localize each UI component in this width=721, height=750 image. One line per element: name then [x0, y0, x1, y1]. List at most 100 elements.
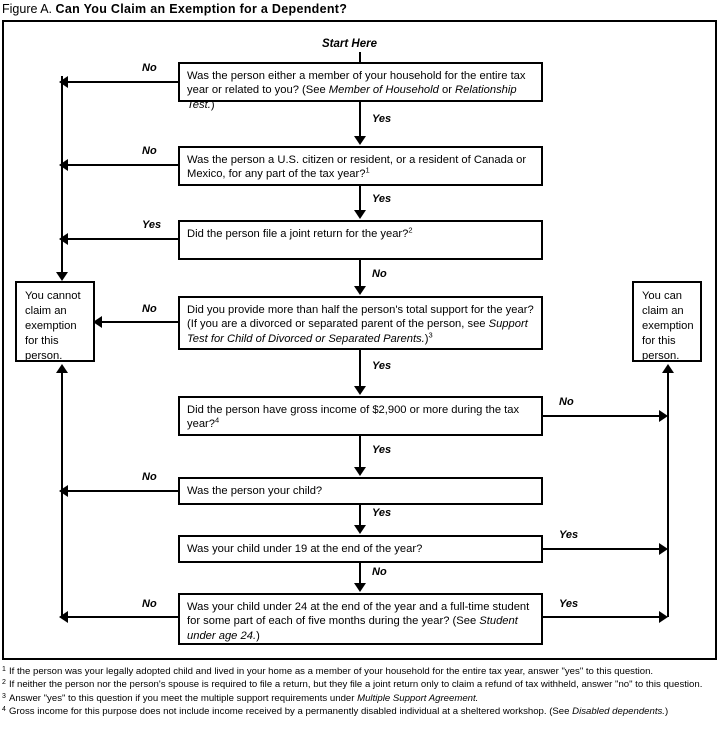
q4-footnote-ref: 3 [428, 330, 433, 340]
edge-q1-yes-line [359, 102, 361, 137]
edge-label-q8-no: No [140, 598, 159, 610]
edge-label-q4-no: No [140, 303, 159, 315]
edge-label-q3-yes: Yes [140, 219, 164, 231]
edge-label-q7-no: No [370, 566, 389, 578]
edge-q6-no-line [65, 490, 178, 492]
edge-q3-no-line [359, 260, 361, 287]
edge-label-q8-yes: Yes [557, 598, 581, 610]
edge-label-q2-yes: Yes [370, 193, 394, 205]
q4-text-2: ) [424, 332, 429, 345]
edge-q3-yes-line [65, 238, 178, 240]
edge-q1-yes-arrowhead [354, 136, 366, 145]
edge-q8-no-arrowhead [59, 611, 68, 623]
q2-text-1: Was the person a U.S. citizen or residen… [187, 154, 527, 181]
diagram-frame [2, 20, 717, 660]
edge-label-q5-no: No [557, 396, 576, 408]
footnote-4-italic: Disabled dependents. [572, 706, 665, 718]
edge-label-q5-yes: Yes [370, 444, 394, 456]
decision-box-q2: Was the person a U.S. citizen or residen… [178, 146, 543, 186]
edge-q1-no-arrowhead [59, 76, 68, 88]
edge-q2-no-line [65, 164, 178, 166]
edge-q2-yes-arrowhead [354, 210, 366, 219]
edge-q7-no-line [359, 563, 361, 584]
edge-q5-no-arrowhead [659, 410, 668, 422]
edge-label-q2-no: No [140, 145, 159, 157]
q6-text-1: Was the person your child? [187, 485, 323, 497]
q5-footnote-ref: 4 [215, 415, 220, 425]
q1-text-3: ) [210, 98, 215, 111]
left-spine-upper [61, 76, 63, 276]
edge-label-q3-no: No [370, 268, 389, 280]
left-spine-upper-arrowhead [56, 272, 68, 281]
footnote-4-text-2: ) [664, 706, 669, 718]
footnote-1-text: If the person was your legally adopted c… [9, 666, 654, 677]
edge-q5-yes-line [359, 436, 361, 468]
edge-label-q6-no: No [140, 471, 159, 483]
decision-box-q7: Was your child under 19 at the end of th… [178, 535, 543, 563]
left-spine-lower-arrowhead [56, 364, 68, 373]
edge-q4-no-line [99, 321, 178, 323]
q4-text-1: Did you provide more than half the perso… [187, 304, 534, 331]
q1-text-italic-1: Member of Household [328, 84, 439, 97]
edge-label-q6-yes: Yes [370, 507, 394, 519]
decision-box-q5: Did the person have gross income of $2,9… [178, 396, 543, 436]
edge-q7-yes-arrowhead [659, 543, 668, 555]
footnote-3-italic: Multiple Support Agreement. [357, 692, 479, 704]
decision-box-q3: Did the person file a joint return for t… [178, 220, 543, 260]
right-spine-arrowhead [662, 364, 674, 373]
edge-q7-yes-line [543, 548, 665, 550]
edge-q6-yes-line [359, 505, 361, 526]
q4-text-italic-1: Support Test for Child of Divorced or Se… [187, 318, 528, 345]
terminal-can-claim: You can claim an exemption for this pers… [632, 281, 702, 362]
edge-q5-yes-arrowhead [354, 467, 366, 476]
edge-q6-yes-arrowhead [354, 525, 366, 534]
page-title: Can You Claim an Exemption for a Depende… [55, 2, 348, 16]
decision-box-q6: Was the person your child? [178, 477, 543, 505]
q1-text-2: or [438, 84, 456, 97]
edge-q1-no-line [65, 81, 178, 83]
edge-q3-no-arrowhead [354, 286, 366, 295]
edge-label-q1-yes: Yes [370, 113, 394, 125]
q3-text-1: Did the person file a joint return for t… [187, 228, 409, 240]
footnote-2-text: If neither the person nor the person's s… [9, 679, 703, 691]
start-connector-line [359, 52, 361, 64]
q3-footnote-ref: 2 [408, 225, 413, 235]
edge-q5-no-line [543, 415, 665, 417]
decision-box-q1: Was the person either a member of your h… [178, 62, 543, 111]
edge-q2-no-arrowhead [59, 159, 68, 171]
edge-q4-yes-arrowhead [354, 386, 366, 395]
edge-q8-yes-arrowhead [659, 611, 668, 623]
start-here-label: Start Here [322, 38, 377, 50]
figure-label: Figure A. [2, 2, 53, 16]
edge-q2-yes-line [359, 186, 361, 211]
edge-q3-yes-arrowhead [59, 233, 68, 245]
q1-text-1: Was the person either a member of your h… [187, 70, 526, 97]
footnote-3-text: Answer "yes" to this question if you mee… [9, 692, 358, 704]
edge-q4-yes-line [359, 350, 361, 387]
q7-text-1: Was your child under 19 at the end of th… [187, 543, 423, 555]
q8-text-1: Was your child under 24 at the end of th… [187, 601, 530, 628]
terminal-cannot-claim: You cannot claim an exemption for this p… [15, 281, 95, 362]
footnote-4-text: Gross income for this purpose does not i… [9, 706, 573, 718]
edge-q7-no-arrowhead [354, 583, 366, 592]
edge-q8-no-line [65, 616, 178, 618]
right-spine [667, 372, 669, 617]
edge-label-q1-no: No [140, 62, 159, 74]
q1-text-italic-2: Relationship Test. [187, 84, 517, 111]
q5-text-1: Did the person have gross income of $2,9… [187, 404, 520, 431]
edge-label-q4-yes: Yes [370, 360, 394, 372]
figure-caption: Figure A. Can You Claim an Exemption for… [2, 2, 347, 16]
q8-text-italic-1: Student under age 24. [187, 615, 518, 642]
edge-q6-no-arrowhead [59, 485, 68, 497]
edge-q8-yes-line [543, 616, 665, 618]
q8-text-2: ) [256, 629, 260, 642]
decision-box-q8: Was your child under 24 at the end of th… [178, 593, 543, 645]
decision-box-q4: Did you provide more than half the perso… [178, 296, 543, 350]
edge-label-q7-yes: Yes [557, 529, 581, 541]
